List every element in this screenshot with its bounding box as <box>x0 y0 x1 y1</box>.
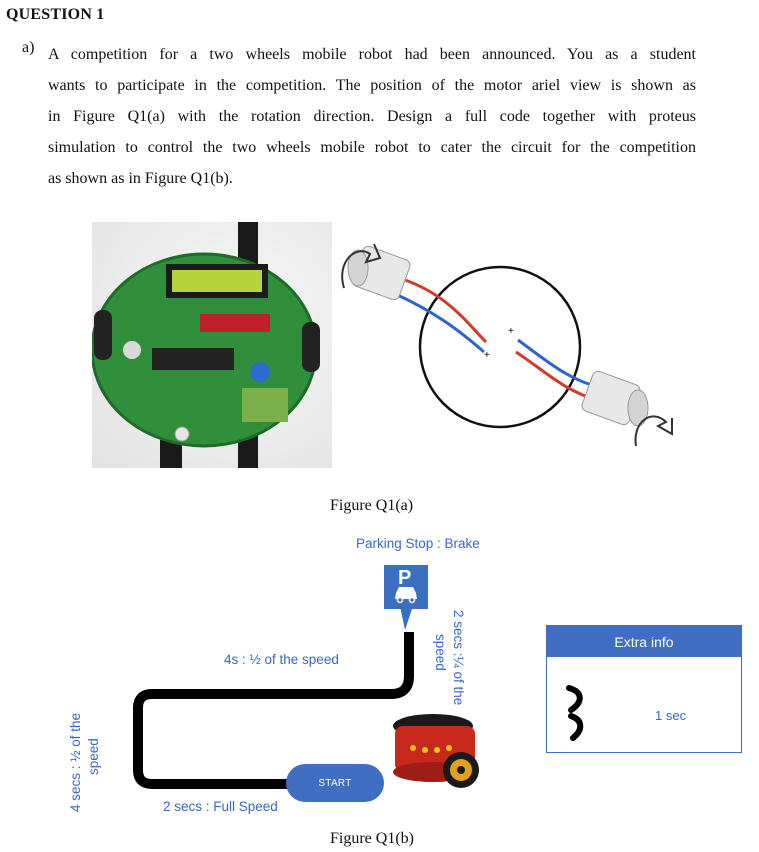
parking-letter: P <box>398 567 411 589</box>
microcontroller-chip <box>152 348 234 370</box>
rotation-arrow-icon <box>634 415 673 447</box>
question-label: a) <box>22 39 35 56</box>
figure-a-caption: Figure Q1(a) <box>330 497 414 514</box>
question-line: A competition for a two wheels mobile ro… <box>48 46 696 63</box>
segment-top-label: 4s : ½ of the speed <box>224 652 339 667</box>
wheel-left <box>94 310 112 360</box>
robot-photo <box>387 708 485 804</box>
wire-red <box>515 350 599 402</box>
parking-label: Parking Stop : Brake <box>356 536 480 551</box>
robot-pcb-illustration <box>90 222 320 468</box>
track-path <box>133 632 414 789</box>
wire-blue <box>390 290 485 354</box>
motor-diagram-svg: + + <box>341 243 673 447</box>
wire-red <box>395 275 488 344</box>
robot-pcb-photo <box>90 222 332 468</box>
parking-sign-pointer <box>400 606 413 630</box>
start-marker: START <box>286 764 384 802</box>
question-line: simulation to control the two wheels mob… <box>48 139 696 156</box>
extra-info-box: Extra info 1 sec <box>546 625 742 753</box>
question-text: A competition for a two wheels mobile ro… <box>48 39 696 194</box>
rotation-arrow-icon <box>341 243 382 289</box>
extra-info-value: 1 sec <box>655 708 687 723</box>
motor-left <box>347 245 411 301</box>
polarity-plus: + <box>484 350 490 361</box>
track-diagram <box>133 632 414 789</box>
red-robot-illustration <box>393 714 479 788</box>
buzzer <box>123 341 141 359</box>
segment-left-label-line1: 4 secs : ½ of the <box>68 712 83 812</box>
question-line: as shown as in Figure Q1(b). <box>48 170 233 187</box>
motor-right <box>581 370 649 427</box>
figure-b-caption: Figure Q1(b) <box>330 830 414 847</box>
segment-right-label-line1: 2 secs :¼ of the <box>451 610 466 706</box>
motor-aerial-diagram: + + <box>336 222 686 468</box>
polarity-plus: + <box>508 326 514 337</box>
question-line: in Figure Q1(a) with the rotation direct… <box>48 108 696 125</box>
robot-body-outline <box>418 265 582 429</box>
parking-sign: P <box>384 565 428 609</box>
question-heading: QUESTION 1 <box>6 6 105 23</box>
segment-right-label-line2: speed <box>433 634 448 671</box>
lcd-screen <box>172 270 262 292</box>
potentiometer <box>250 362 270 382</box>
question-line: wants to participate in the competition.… <box>48 77 696 94</box>
parking-car-icon: P <box>395 567 417 604</box>
segment-left-label-line2: speed <box>86 738 101 775</box>
track-curve-icon <box>566 685 584 741</box>
red-header <box>200 314 270 332</box>
power-jack <box>174 426 190 442</box>
extra-info-title: Extra info <box>547 626 741 657</box>
segment-bottom-label: 2 secs : Full Speed <box>163 799 278 814</box>
prototype-area <box>242 388 288 422</box>
wheel-right <box>302 322 320 372</box>
